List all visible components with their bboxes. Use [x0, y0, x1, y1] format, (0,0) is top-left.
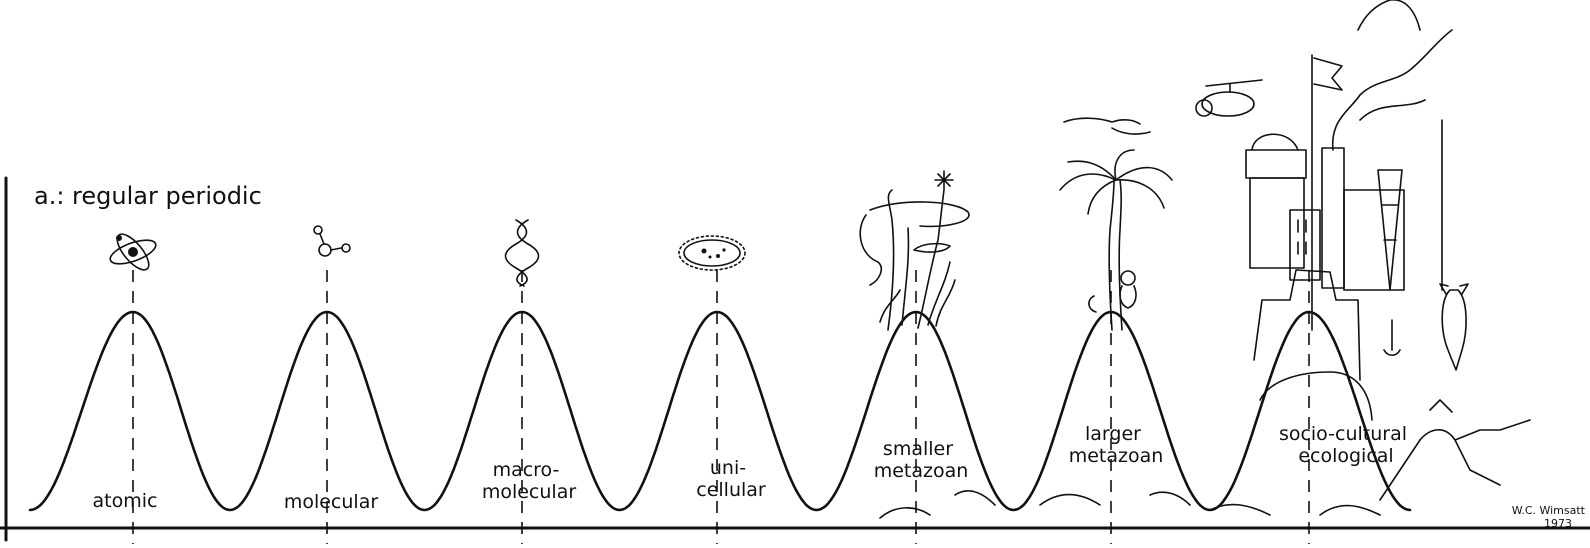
insects-sketch — [879, 490, 1381, 519]
peak-label-molecular: molecular — [284, 491, 379, 513]
peak-label-macromolecular: macro- molecular — [482, 459, 577, 503]
molecule-icon — [313, 225, 351, 257]
peak-label-atomic: atomic — [93, 490, 158, 512]
panel-label: a.: regular periodic — [34, 182, 262, 210]
peak-label-socio-cultural-ecological: socio-cultural ecological — [1279, 423, 1413, 467]
peak-label-smaller-metazoan: smaller metazoan — [874, 438, 969, 482]
signature-name: W.C. Wimsatt — [1512, 504, 1586, 517]
peak-labels: atomic molecular macro- molecular uni- c… — [93, 423, 1413, 513]
atom-icon — [109, 233, 157, 271]
city-icon — [1195, 0, 1531, 501]
cell-icon — [678, 235, 746, 271]
signature-year: 1973 — [1544, 517, 1572, 530]
helix-icon — [504, 219, 540, 287]
plant-icon — [859, 170, 970, 331]
peak-label-larger-metazoan: larger metazoan — [1069, 423, 1164, 467]
peak-label-unicellular: uni- cellular — [696, 457, 766, 501]
palm-tree-icon — [1059, 117, 1173, 331]
